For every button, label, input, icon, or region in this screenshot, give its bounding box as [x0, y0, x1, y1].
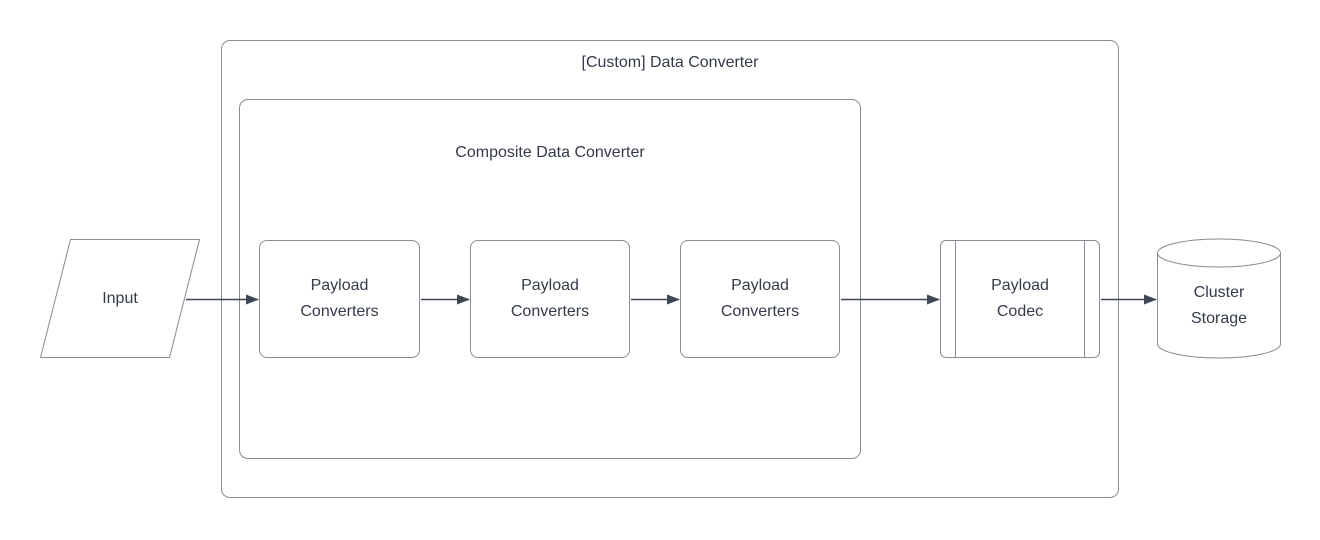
payload-codec-right-bar — [1084, 241, 1085, 357]
cylinder-rim — [1157, 252, 1281, 268]
payload-codec-label: Payload Codec — [991, 277, 1049, 320]
composite-data-converter-group: Composite Data Converter — [239, 99, 861, 459]
composite-data-converter-title: Composite Data Converter — [455, 144, 645, 161]
custom-data-converter-title: [Custom] Data Converter — [581, 54, 759, 71]
input-shape: Input — [40, 239, 200, 358]
cluster-storage-label-wrap: Cluster Storage — [1157, 238, 1281, 359]
payload-converters-label-1: Payload Converters — [300, 277, 379, 320]
cylinder-body-outline — [1157, 238, 1281, 359]
payload-converters-box-1: Payload Converters — [259, 240, 420, 358]
input-parallelogram — [40, 239, 200, 358]
custom-data-converter-group: [Custom] Data Converter — [221, 40, 1119, 498]
input-label-wrap: Input — [40, 239, 200, 358]
input-label: Input — [102, 289, 138, 307]
payload-converters-label-3: Payload Converters — [720, 277, 800, 320]
payload-codec-left-bar — [955, 241, 956, 357]
cluster-storage-label: Cluster Storage — [1190, 283, 1248, 327]
input-parallelogram-outline — [40, 239, 200, 358]
cluster-storage-shape: Cluster Storage — [1157, 238, 1281, 359]
payload-converters-box-3: Payload Converters — [680, 240, 840, 358]
cluster-storage-cylinder — [1157, 238, 1281, 359]
payload-converters-label-2: Payload Converters — [510, 277, 590, 320]
payload-converters-box-2: Payload Converters — [470, 240, 630, 358]
payload-codec-box: Payload Codec — [940, 240, 1100, 358]
